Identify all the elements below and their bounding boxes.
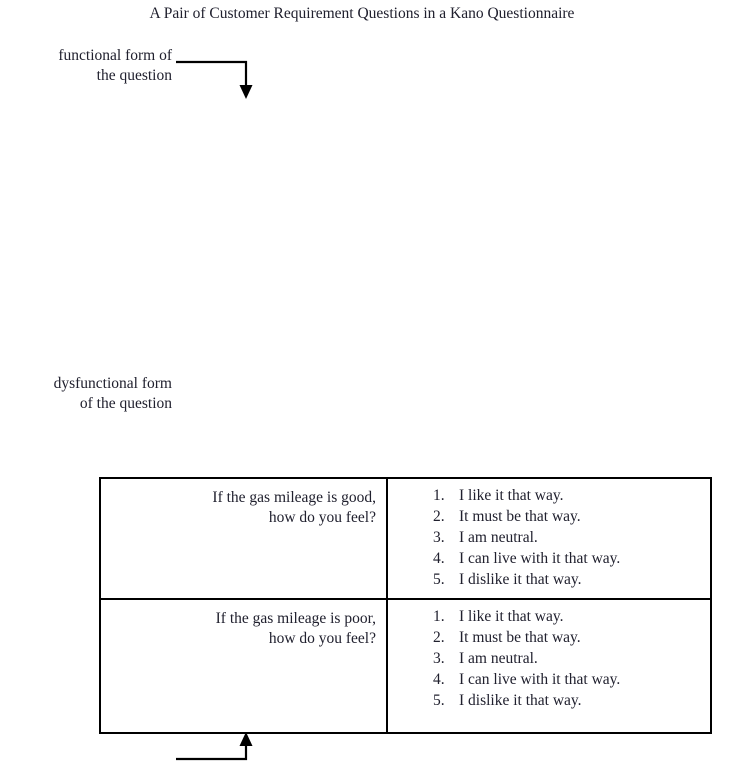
list-item[interactable]: 4. I can live with it that way. bbox=[388, 669, 710, 690]
list-item[interactable]: 2. It must be that way. bbox=[388, 627, 710, 648]
figure-title: A Pair of Customer Requirement Questions… bbox=[149, 5, 575, 22]
dysfunctional-form-line-1: dysfunctional form bbox=[53, 375, 172, 392]
answer-number: 2. bbox=[433, 629, 445, 646]
functional-form-annotation: functional form of the question bbox=[0, 46, 172, 86]
arrow-down-icon bbox=[176, 60, 253, 99]
question-line-2: how do you feel? bbox=[268, 629, 376, 647]
answer-number: 3. bbox=[433, 650, 445, 667]
list-item[interactable]: 3. I am neutral. bbox=[388, 527, 710, 548]
answer-text: I can live with it that way. bbox=[459, 550, 621, 567]
dysfunctional-form-annotation: dysfunctional form of the question If th… bbox=[0, 374, 712, 761]
answer-number: 3. bbox=[433, 529, 445, 546]
answer-number: 5. bbox=[433, 571, 445, 588]
answer-text: I am neutral. bbox=[459, 529, 538, 546]
list-item[interactable]: 1. I like it that way. bbox=[388, 606, 710, 627]
list-item[interactable]: 4. I can live with it that way. bbox=[388, 548, 710, 569]
answers-cell: 1. I like it that way. 2. It must be tha… bbox=[388, 600, 710, 732]
list-item[interactable]: 1. I like it that way. bbox=[388, 485, 710, 506]
answer-number: 1. bbox=[433, 487, 445, 504]
answer-number: 4. bbox=[433, 671, 445, 688]
table-row: If the gas mileage is poor, how do you f… bbox=[101, 600, 710, 732]
table-row: If the gas mileage is good, how do you f… bbox=[101, 479, 710, 600]
question-line-2: how do you feel? bbox=[268, 508, 376, 526]
answer-number: 5. bbox=[433, 692, 445, 709]
answer-list: 1. I like it that way. 2. It must be tha… bbox=[388, 485, 710, 590]
answer-list: 1. I like it that way. 2. It must be tha… bbox=[388, 606, 710, 711]
answer-text: It must be that way. bbox=[459, 508, 581, 525]
answer-number: 2. bbox=[433, 508, 445, 525]
answer-text: I like it that way. bbox=[459, 487, 564, 504]
question-line-1: If the gas mileage is poor, bbox=[215, 610, 376, 627]
answer-text: It must be that way. bbox=[459, 629, 581, 646]
list-item[interactable]: 2. It must be that way. bbox=[388, 506, 710, 527]
list-item[interactable]: 5. I dislike it that way. bbox=[388, 569, 710, 590]
question-cell: If the gas mileage is good, how do you f… bbox=[101, 479, 388, 598]
question-cell: If the gas mileage is poor, how do you f… bbox=[101, 600, 388, 732]
kano-questionnaire-figure: A Pair of Customer Requirement Questions… bbox=[0, 5, 712, 761]
functional-form-line-1: functional form of bbox=[58, 47, 172, 64]
answer-text: I like it that way. bbox=[459, 608, 564, 625]
answer-text: I can live with it that way. bbox=[459, 671, 621, 688]
answer-text: I dislike it that way. bbox=[459, 571, 582, 588]
answer-number: 4. bbox=[433, 550, 445, 567]
dysfunctional-form-line-2: of the question bbox=[79, 395, 172, 412]
answer-text: I dislike it that way. bbox=[459, 692, 582, 709]
list-item[interactable]: 3. I am neutral. bbox=[388, 648, 710, 669]
list-item[interactable]: 5. I dislike it that way. bbox=[388, 690, 710, 711]
answer-number: 1. bbox=[433, 608, 445, 625]
answer-text: I am neutral. bbox=[459, 650, 538, 667]
functional-form-line-2: the question bbox=[96, 67, 172, 84]
answers-cell: 1. I like it that way. 2. It must be tha… bbox=[388, 479, 710, 598]
kano-question-table: If the gas mileage is good, how do you f… bbox=[99, 477, 712, 734]
question-line-1: If the gas mileage is good, bbox=[212, 489, 376, 506]
arrow-up-icon bbox=[176, 732, 253, 761]
